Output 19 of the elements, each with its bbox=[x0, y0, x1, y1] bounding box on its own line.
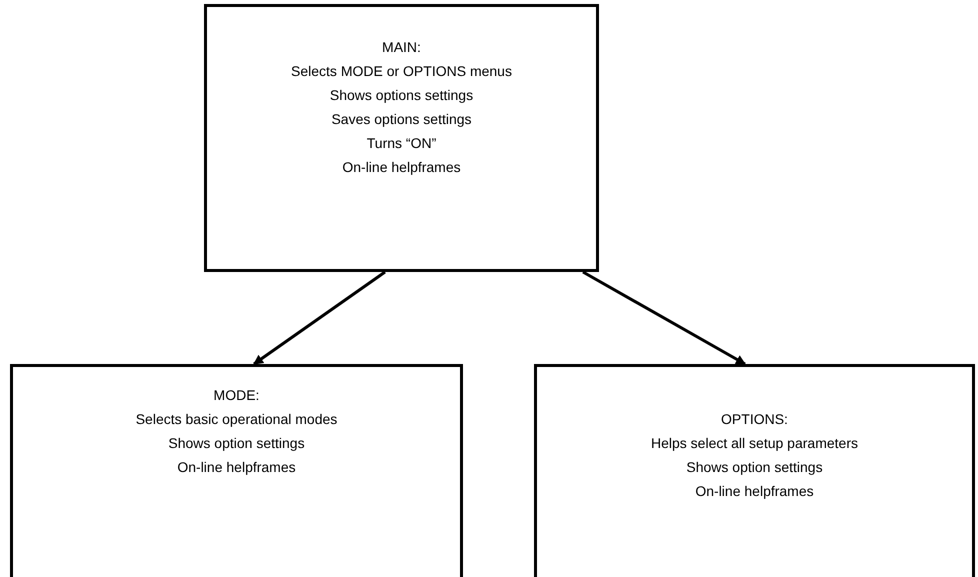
menu-heading: OPTIONS: bbox=[721, 410, 788, 429]
menu-item: On-line helpframes bbox=[177, 458, 296, 477]
menu-item: Selects basic operational modes bbox=[136, 410, 338, 429]
mode-menu-box bbox=[10, 364, 463, 577]
arrow bbox=[582, 270, 746, 366]
menu-item: Shows option settings bbox=[686, 458, 823, 477]
menu-item: Turns “ON” bbox=[366, 134, 436, 153]
menu-item: Selects MODE or OPTIONS menus bbox=[291, 62, 512, 81]
options-menu-box bbox=[534, 364, 975, 577]
menu-item: On-line helpframes bbox=[342, 158, 461, 177]
menu-heading: MODE: bbox=[214, 386, 260, 405]
menu-item: On-line helpframes bbox=[695, 482, 814, 501]
menu-item: Shows option settings bbox=[168, 434, 305, 453]
menu-item: Helps select all setup parameters bbox=[651, 434, 858, 453]
menu-item: Saves options settings bbox=[331, 110, 472, 129]
main-menu-box bbox=[204, 4, 599, 272]
menu-item: Shows options settings bbox=[330, 86, 474, 105]
menu-heading: MAIN: bbox=[382, 38, 421, 57]
arrow bbox=[253, 270, 386, 366]
